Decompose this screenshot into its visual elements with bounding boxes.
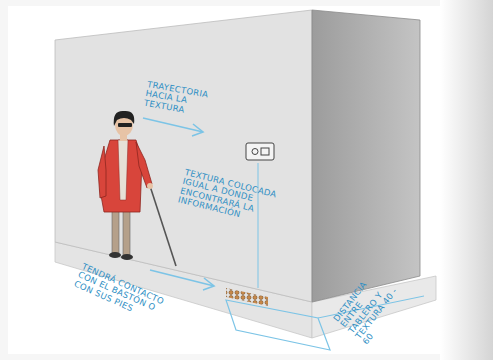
wall-side bbox=[312, 10, 420, 302]
panel bbox=[8, 6, 440, 354]
info-sign bbox=[246, 143, 274, 160]
floor-arrow bbox=[150, 270, 214, 290]
leader-line bbox=[258, 163, 259, 288]
wall-front bbox=[55, 10, 312, 302]
tactile-texture bbox=[226, 288, 268, 306]
person-with-cane bbox=[98, 111, 176, 266]
edge-shade bbox=[440, 0, 493, 360]
distance-outline bbox=[226, 300, 330, 350]
path-arrow bbox=[143, 118, 203, 136]
